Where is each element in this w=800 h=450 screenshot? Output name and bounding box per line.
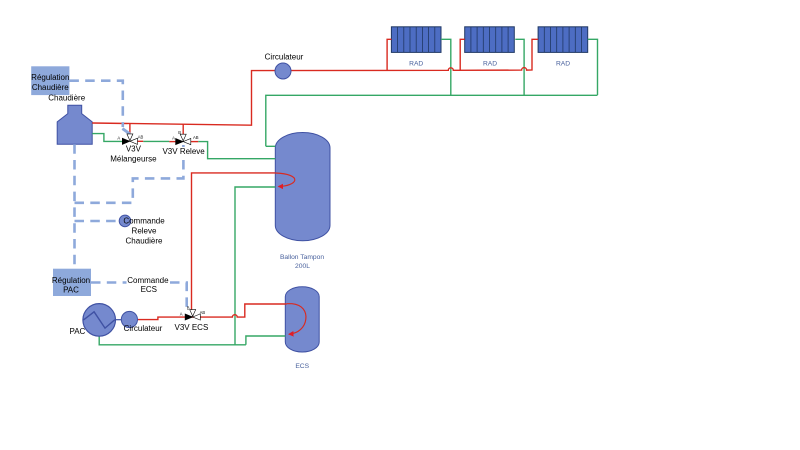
svg-text:V3V ECS: V3V ECS <box>175 323 209 332</box>
svg-text:AB: AB <box>138 134 144 139</box>
svg-text:AB: AB <box>200 310 206 315</box>
svg-text:B: B <box>187 305 190 310</box>
svg-text:Chaudière: Chaudière <box>48 94 85 103</box>
svg-text:PAC: PAC <box>69 327 85 336</box>
svg-text:Ballon Tampon: Ballon Tampon <box>280 254 324 261</box>
svg-text:Chaudière: Chaudière <box>126 237 163 246</box>
svg-text:RAD: RAD <box>483 61 497 68</box>
svg-text:Régulation: Régulation <box>31 73 69 82</box>
svg-text:V3V Releve: V3V Releve <box>162 147 205 156</box>
svg-text:Chaudière: Chaudière <box>32 83 69 92</box>
svg-text:200L: 200L <box>295 263 310 270</box>
svg-text:Commande: Commande <box>127 276 169 285</box>
svg-text:Régulation: Régulation <box>52 276 90 285</box>
svg-text:V3V: V3V <box>126 145 142 154</box>
svg-text:PAC: PAC <box>63 285 79 294</box>
svg-text:Circulateur: Circulateur <box>265 52 304 61</box>
svg-text:B: B <box>178 130 181 135</box>
svg-text:Circulateur: Circulateur <box>124 324 163 333</box>
svg-text:AB: AB <box>193 135 199 140</box>
svg-text:RAD: RAD <box>409 61 423 68</box>
svg-text:Mélangeurse: Mélangeurse <box>110 154 157 163</box>
svg-text:ECS: ECS <box>295 363 309 370</box>
svg-text:RAD: RAD <box>556 61 570 68</box>
svg-text:A: A <box>180 312 183 317</box>
svg-text:A: A <box>117 136 120 141</box>
svg-text:Commande: Commande <box>123 217 165 226</box>
svg-text:Releve: Releve <box>132 227 157 236</box>
svg-text:A: A <box>172 136 175 141</box>
svg-text:ECS: ECS <box>141 285 157 294</box>
